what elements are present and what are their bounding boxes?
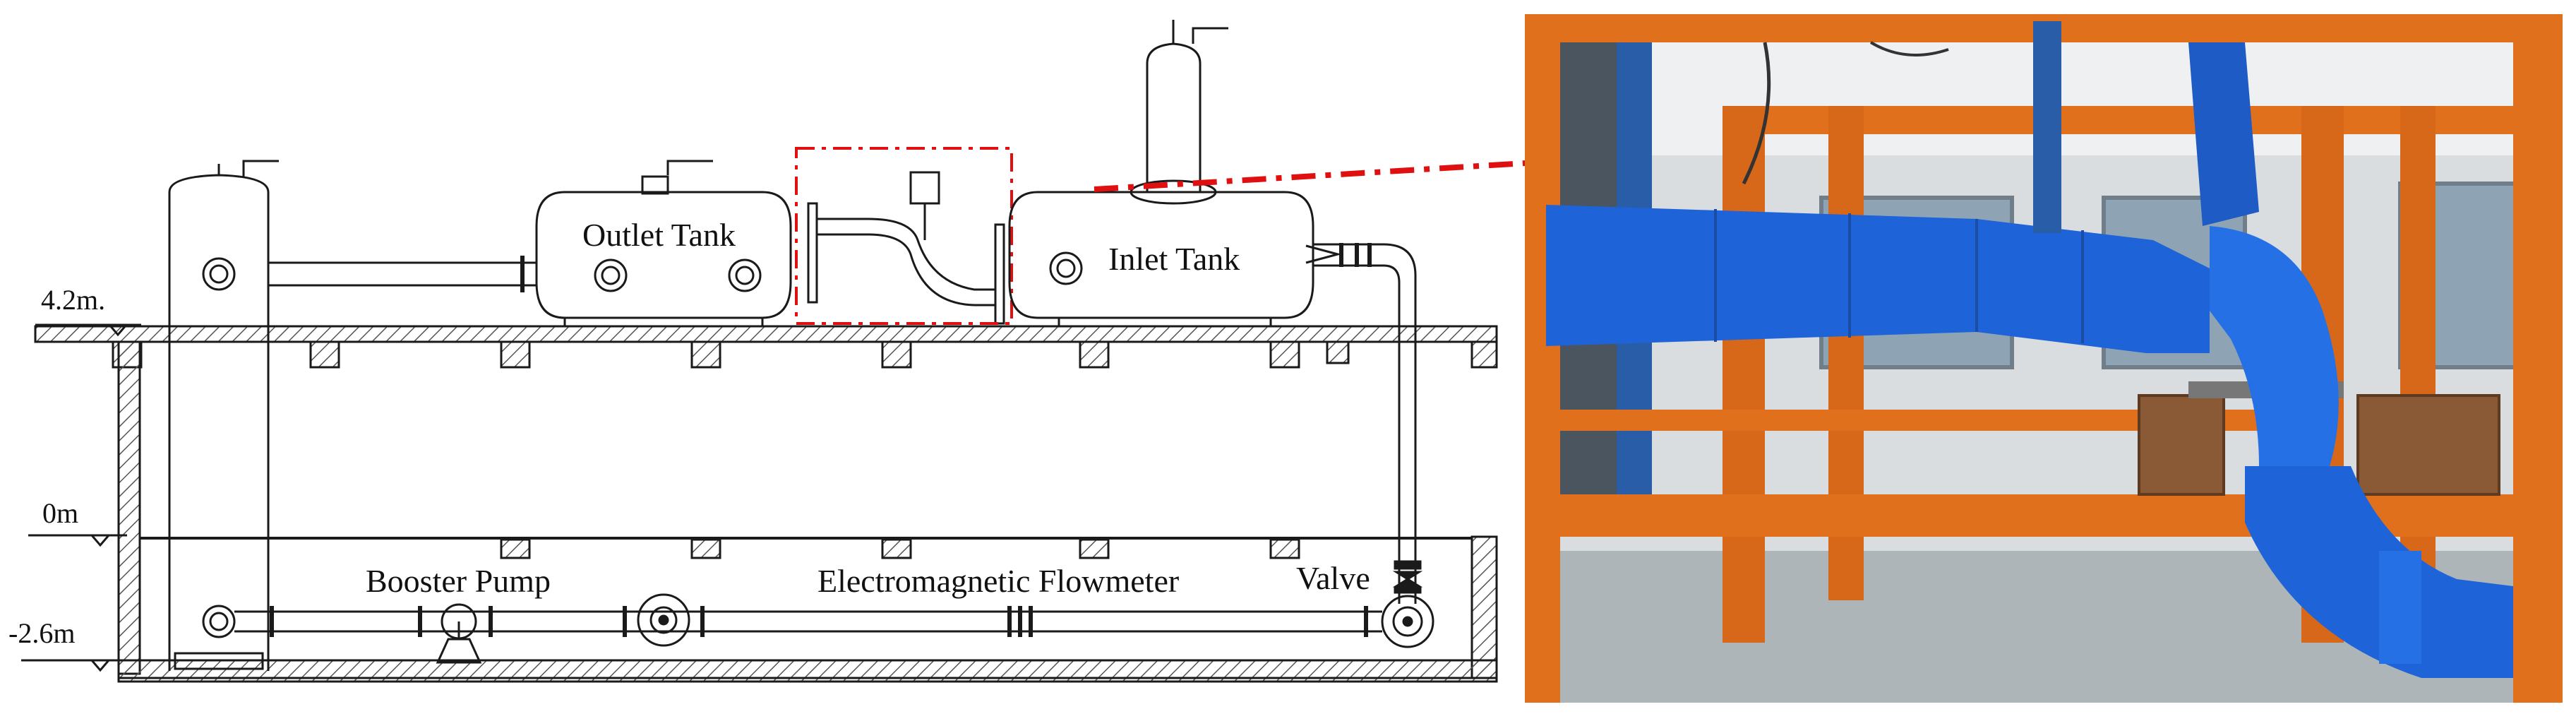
outlet-tank bbox=[535, 160, 792, 326]
vertical-tank bbox=[168, 160, 279, 671]
valve-symbol bbox=[1392, 560, 1423, 594]
lower-pit bbox=[117, 340, 1498, 683]
upper-floor-slab bbox=[34, 325, 1498, 369]
bottom-pipe-line bbox=[234, 606, 1382, 637]
upper-return-pipe bbox=[268, 256, 537, 292]
riser-pipe bbox=[1383, 243, 1417, 604]
level-ground-label: 0m bbox=[42, 497, 78, 529]
callout-rectangle bbox=[795, 147, 1013, 325]
valve-label: Valve bbox=[1296, 560, 1370, 596]
level-top-label: 4.2m. bbox=[41, 284, 105, 316]
test-section bbox=[807, 171, 1005, 325]
flowmeter-symbol bbox=[637, 593, 690, 647]
booster-pump-symbol bbox=[436, 603, 482, 664]
booster-pump-label: Booster Pump bbox=[366, 563, 551, 599]
level-markers bbox=[21, 323, 141, 672]
schematic-labels: Outlet Tank Inlet Tank Booster Pump Elec… bbox=[8, 217, 1370, 649]
flowmeter-label: Electromagnetic Flowmeter bbox=[817, 563, 1179, 599]
inlet-tank-label: Inlet Tank bbox=[1108, 241, 1240, 277]
bottom-right-pump bbox=[1381, 595, 1434, 648]
inlet-tank bbox=[1008, 191, 1384, 326]
test-rig-photo bbox=[1525, 14, 2563, 703]
top-tank bbox=[1130, 20, 1228, 205]
schematic-diagram bbox=[21, 20, 1498, 683]
outlet-tank-label: Outlet Tank bbox=[582, 217, 736, 253]
level-bottom-label: -2.6m bbox=[8, 617, 75, 649]
